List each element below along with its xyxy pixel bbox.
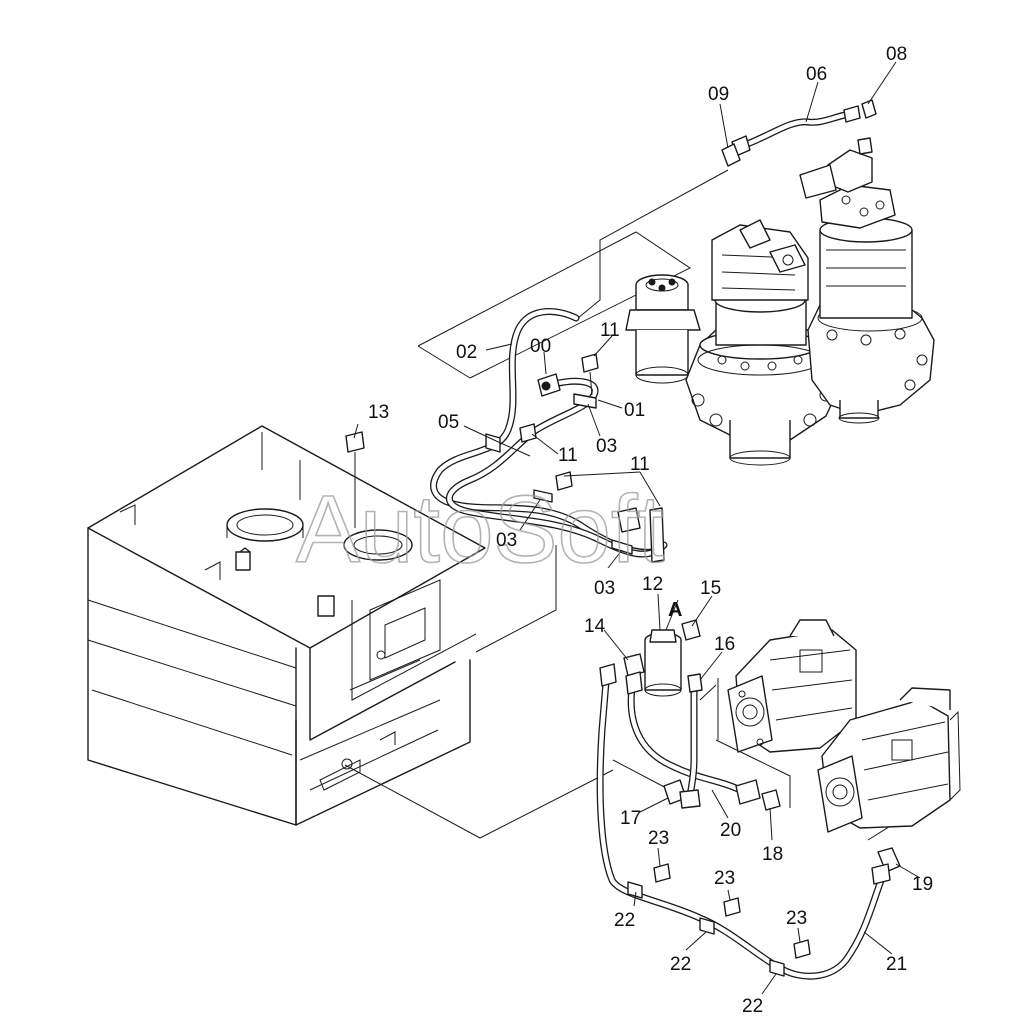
label-14: 14	[584, 616, 606, 637]
label-21: 21	[886, 954, 907, 975]
label-03c: 03	[594, 578, 615, 599]
label-06: 06	[806, 64, 827, 85]
label-A: A	[668, 599, 682, 621]
label-20: 20	[720, 820, 741, 841]
label-15: 15	[700, 578, 721, 599]
hose-21	[776, 874, 886, 980]
label-22c: 22	[742, 996, 763, 1017]
label-16: 16	[714, 634, 735, 655]
swing-motor-left	[685, 219, 839, 466]
part-labels: 09 06 08 02 00 11 01 13 05 03 11 11 03 0…	[368, 44, 933, 1017]
label-18: 18	[762, 844, 783, 865]
label-11a: 11	[600, 320, 620, 341]
label-23b: 23	[714, 868, 735, 889]
label-leaders	[353, 61, 921, 995]
hydraulic-tank	[87, 425, 486, 826]
label-17: 17	[620, 808, 641, 829]
watermark: AutoSoft	[296, 476, 664, 583]
label-03b: 03	[496, 530, 517, 551]
label-03a: 03	[596, 436, 617, 457]
label-09: 09	[708, 84, 729, 105]
fittings	[345, 99, 901, 977]
label-23a: 23	[648, 828, 669, 849]
swivel-joint	[625, 274, 701, 384]
main-pump-lower	[817, 687, 961, 833]
hose-20	[627, 678, 744, 804]
label-12: 12	[642, 574, 663, 595]
swing-motor-right	[799, 137, 935, 424]
label-22b: 22	[670, 954, 691, 975]
hose-02	[430, 307, 664, 556]
label-13: 13	[368, 402, 389, 423]
main-pump-upper	[727, 619, 857, 753]
label-02: 02	[456, 342, 477, 363]
label-23c: 23	[786, 908, 807, 929]
label-08: 08	[886, 44, 907, 65]
label-00: 00	[530, 336, 551, 357]
label-01: 01	[624, 400, 645, 421]
label-11c: 11	[630, 454, 650, 475]
label-11b: 11	[558, 445, 578, 466]
hose-06	[731, 105, 861, 157]
label-19: 19	[912, 874, 933, 895]
label-22a: 22	[614, 910, 635, 931]
label-05: 05	[438, 412, 459, 433]
